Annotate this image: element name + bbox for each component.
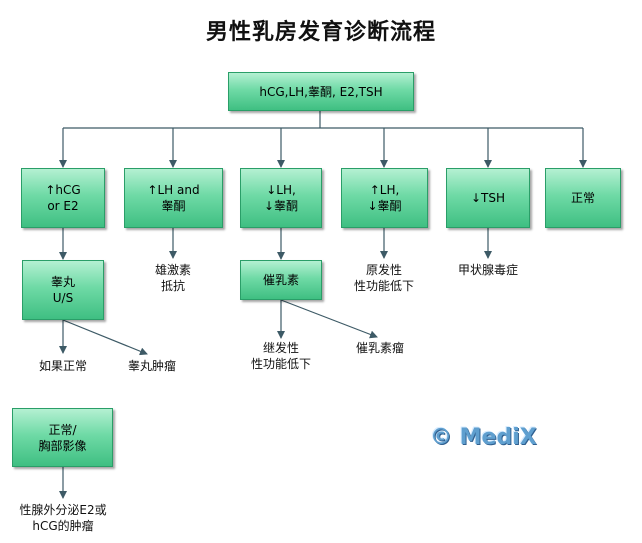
normal-chest-imaging-node: 正常/ 胸部影像 — [12, 408, 113, 467]
hcg-e2-high-node: ↑hCG or E2 — [21, 168, 105, 228]
watermark: © MediX — [430, 425, 537, 450]
lh-high-testosterone-low-node: ↑LH, ↓睾酮 — [341, 168, 428, 228]
tsh-low-node: ↓TSH — [446, 168, 530, 228]
primary-hypogonadism-label: 原发性 性功能低下 — [353, 263, 414, 293]
arrow-to-prolactinoma — [280, 299, 378, 339]
if-normal-label: 如果正常 — [38, 359, 87, 373]
prolactinoma-label: 催乳素瘤 — [355, 341, 404, 355]
page-title: 男性乳房发育诊断流程 — [205, 19, 436, 45]
androgen-resistance-label: 雄激素 抵抗 — [154, 263, 191, 293]
root-node: hCG,LH,睾酮, E2,TSH — [228, 72, 414, 111]
arrow-to-testicular-tumor — [62, 319, 148, 356]
normal-node: 正常 — [545, 168, 621, 228]
hyperthyroidism-label: 甲状腺毒症 — [457, 263, 518, 277]
lh-testosterone-high-node: ↑LH and 睾酮 — [124, 168, 223, 228]
testicular-tumor-label: 睾丸肿瘤 — [127, 359, 176, 373]
extragonadal-tumor-label: 性腺外分泌E2或 hCG的肿瘤 — [19, 503, 107, 533]
prolactin-node: 催乳素 — [240, 260, 322, 300]
testis-us-node: 睾丸 U/S — [22, 260, 104, 320]
secondary-hypogonadism-label: 继发性 性功能低下 — [250, 341, 311, 371]
lh-testosterone-low-node: ↓LH, ↓睾酮 — [240, 168, 322, 228]
